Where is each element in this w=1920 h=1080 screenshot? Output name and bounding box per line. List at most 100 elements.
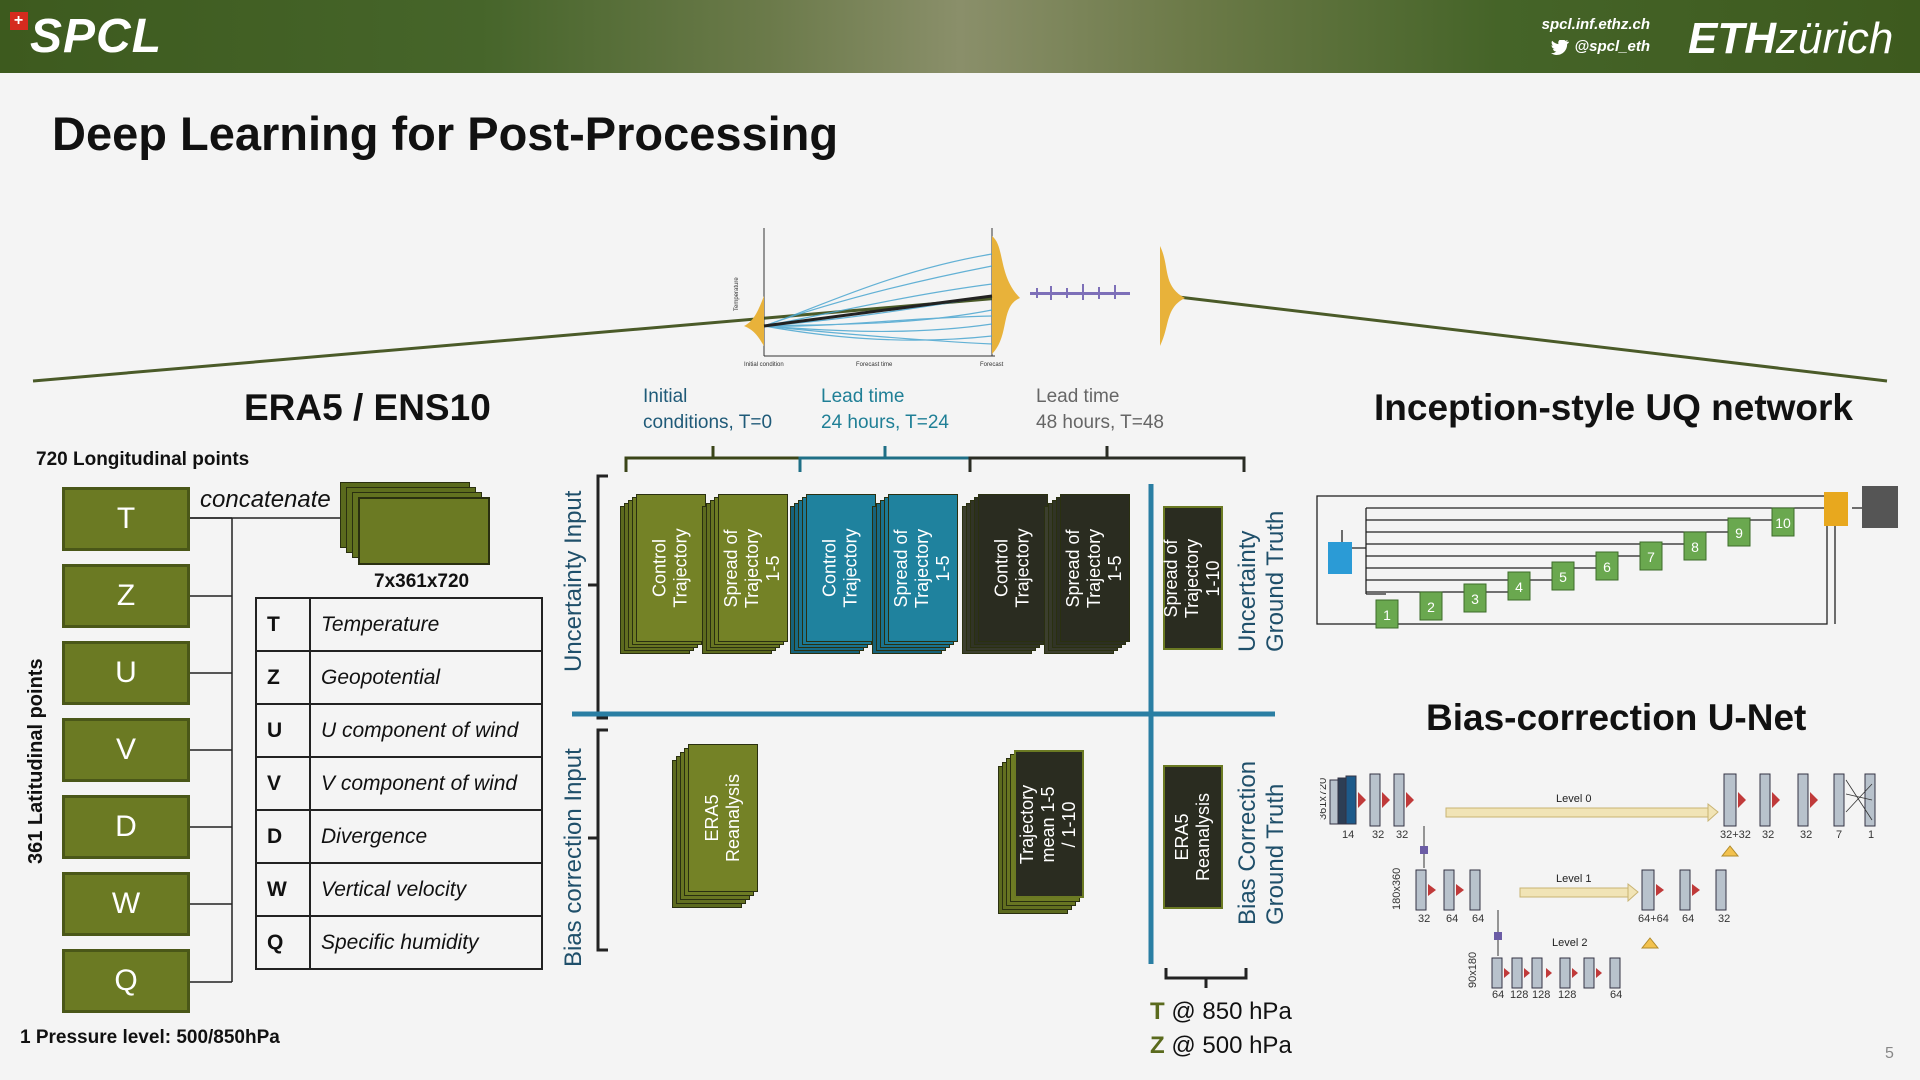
plot-x-tick-1: Forecast time [856, 362, 893, 368]
target-z: Z @ 500 hPa [1150, 1032, 1292, 1059]
inception-heading: Inception-style UQ network [1374, 387, 1854, 428]
var-box-z: Z [62, 564, 190, 628]
unet-level-0: Level 0 [1556, 793, 1591, 805]
stack-label: Spread of Trajectory 1-10 [1161, 538, 1224, 618]
unet-ch-l2-2: 128 [1532, 989, 1550, 1000]
unet-ch-l1e-2: 64 [1472, 913, 1484, 925]
inception-block-2: 2 [1427, 599, 1435, 615]
header-bar [0, 0, 1920, 73]
stack-label: Trajectory mean 1-5 / 1-10 [1017, 784, 1080, 864]
stack-bias-ground-truth: ERA5 Reanalysis [1163, 765, 1225, 911]
stack-spread-t0: Spread of Trajectory 1-5 [702, 494, 792, 674]
unet-ch-l1d-2: 32 [1718, 913, 1730, 925]
unet-ch-l0d-1: 32 [1762, 829, 1774, 841]
header-url[interactable]: spcl.inf.ethz.ch [1541, 16, 1650, 33]
unet-ch-l0d-0: 32+32 [1720, 829, 1751, 841]
unet-diagram: Level 0 Level 1 Level 2 361x720 180x360 … [1320, 773, 1876, 1000]
unet-side-0: 361x720 [1320, 778, 1329, 820]
stack-label: Spread of Trajectory 1-5 [1063, 528, 1126, 608]
swiss-flag-icon: + [10, 12, 28, 30]
inception-block-9: 9 [1735, 525, 1743, 541]
concat-block-icon [1824, 492, 1848, 526]
inception-block-6: 6 [1603, 559, 1611, 575]
stack-control-t48: Control Trajectory [962, 494, 1052, 674]
unet-side-2: 90x180 [1467, 952, 1479, 988]
inception-block-3: 3 [1471, 591, 1479, 607]
middle-brackets [572, 446, 1275, 988]
forecast-plot: Temperature Initial condition Forecast t… [734, 228, 1185, 368]
row-label-bias-input: Bias correction Input [560, 748, 587, 967]
unet-ch-l1e-1: 64 [1446, 913, 1458, 925]
twitter-handle: @spcl_eth [1574, 38, 1650, 55]
unet-level-2: Level 2 [1552, 937, 1587, 949]
inception-blocks [1375, 507, 1795, 629]
var-box-d: D [62, 795, 190, 859]
stack-era5-input: ERA5 Reanalysis [672, 744, 764, 926]
eth-logo-light: zürich [1776, 14, 1894, 63]
concatenate-label: concatenate [200, 486, 331, 513]
unet-ch-l0e-2: 32 [1396, 829, 1408, 841]
unet-ch-l1d-0: 64+64 [1638, 913, 1669, 925]
inception-block-5: 5 [1559, 569, 1567, 585]
unet-ch-l2-3: 128 [1558, 989, 1576, 1000]
inception-diagram: 1 2 3 4 5 6 7 8 9 10 [1316, 486, 1898, 629]
page-number: 5 [1885, 1045, 1894, 1062]
plot-x-tick-0: Initial condition [744, 362, 784, 368]
var-box-u: U [62, 641, 190, 705]
stack-label: Control Trajectory [650, 528, 692, 608]
plot-y-axis-label: Temperature [734, 277, 740, 311]
variable-column: T Z U V D W Q [62, 487, 190, 1013]
row-label-uncertainty-input: Uncertainty Input [560, 490, 587, 672]
unet-ch-l2-4: 64 [1610, 989, 1622, 1000]
var-box-v: V [62, 718, 190, 782]
target-t: T @ 850 hPa [1150, 998, 1292, 1025]
eth-logo: ETHzürich [1688, 14, 1893, 64]
unet-heading: Bias-correction U-Net [1426, 697, 1807, 738]
stack-label: ERA5 Reanalysis [702, 773, 743, 863]
stack-label: Control Trajectory [992, 528, 1034, 608]
input-block-icon [1328, 542, 1352, 574]
latitudinal-label: 361 Latitudinal points [25, 658, 47, 864]
unet-ch-l0d-2: 32 [1800, 829, 1812, 841]
forecast-diagram: Temperature Initial condition Forecast t… [32, 228, 1888, 383]
funnel-line-left [32, 296, 1001, 383]
stack-label: Spread of Trajectory 1-5 [891, 528, 954, 608]
var-box-w: W [62, 872, 190, 936]
stack-label: ERA5 Reanalysis [1172, 792, 1213, 882]
unet-ch-l2-1: 128 [1510, 989, 1528, 1000]
stack-control-t24: Control Trajectory [790, 494, 880, 674]
unet-ch-l1d-1: 64 [1682, 913, 1694, 925]
unet-ch-l0e-0: 14 [1342, 829, 1354, 841]
inception-block-7: 7 [1647, 549, 1655, 565]
spcl-logo-text: SPCL [30, 10, 163, 63]
header-links: spcl.inf.ethz.ch @spcl_eth [1500, 14, 1650, 58]
unet-ch-l0d-4: 1 [1868, 829, 1874, 841]
header-twitter[interactable]: @spcl_eth [1500, 36, 1650, 58]
var-box-q: Q [62, 949, 190, 1013]
output-block-icon [1862, 486, 1898, 528]
unet-level-1: Level 1 [1556, 873, 1591, 885]
funnel-line-right [1169, 294, 1888, 383]
stack-label: Spread of Trajectory 1-5 [721, 528, 784, 608]
stack-uncertainty-ground-truth: Spread of Trajectory 1-10 [1161, 506, 1225, 652]
concat-tensor [340, 482, 492, 566]
stack-spread-t24: Spread of Trajectory 1-5 [872, 494, 962, 674]
stack-trajectory-mean: Trajectory mean 1-5 / 1-10 [998, 750, 1090, 932]
spcl-logo: +SPCL [10, 12, 162, 62]
inception-block-8: 8 [1691, 539, 1699, 555]
eth-logo-bold: ETH [1688, 14, 1776, 63]
stack-control-t0: Control Trajectory [620, 494, 710, 674]
inception-block-4: 4 [1515, 579, 1523, 595]
inception-block-10: 10 [1775, 515, 1791, 531]
pressure-label: 1 Pressure level: 500/850hPa [20, 1027, 280, 1048]
